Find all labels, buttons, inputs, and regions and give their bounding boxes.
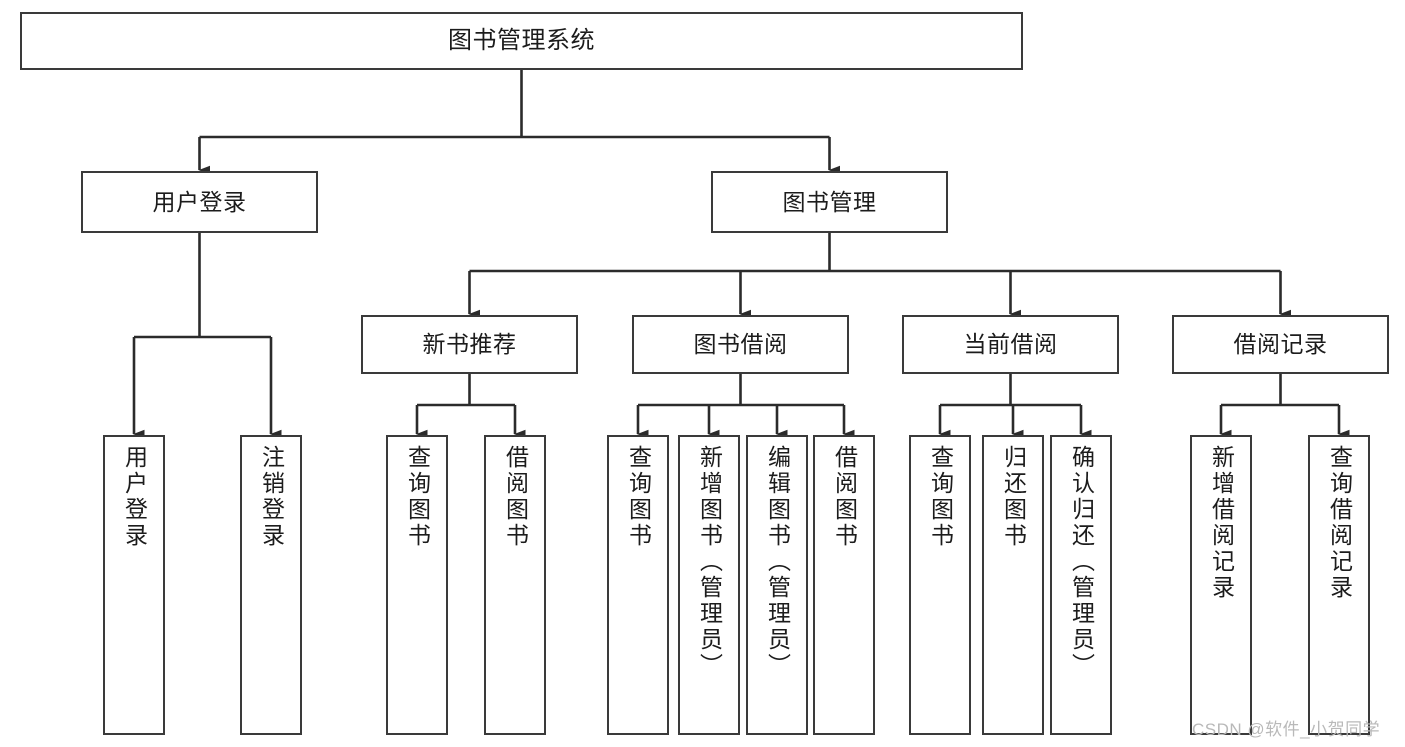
- node-label: 新增图书（管理员）: [696, 445, 723, 679]
- node-label: 用户登录: [152, 188, 247, 215]
- node-leaf-query-book-3[interactable]: 查询图书: [909, 435, 971, 735]
- node-borrow-record[interactable]: 借阅记录: [1172, 315, 1389, 374]
- node-label: 确认归还（管理员）: [1068, 445, 1095, 679]
- node-new-book-rec[interactable]: 新书推荐: [361, 315, 578, 374]
- node-label: 注销登录: [258, 445, 285, 549]
- node-label: 当前借阅: [963, 331, 1058, 358]
- node-leaf-confirm-return[interactable]: 确认归还（管理员）: [1050, 435, 1112, 735]
- node-root[interactable]: 图书管理系统: [20, 12, 1023, 70]
- node-leaf-add-record[interactable]: 新增借阅记录: [1190, 435, 1252, 735]
- node-label: 编辑图书（管理员）: [764, 445, 791, 679]
- node-book-manage[interactable]: 图书管理: [711, 171, 948, 233]
- node-leaf-add-book[interactable]: 新增图书（管理员）: [678, 435, 740, 735]
- node-label: 查询图书: [927, 445, 954, 549]
- node-leaf-borrow-book-1[interactable]: 借阅图书: [484, 435, 546, 735]
- node-user-login[interactable]: 用户登录: [81, 171, 318, 233]
- node-label: 新书推荐: [422, 331, 517, 358]
- node-label: 图书管理: [782, 188, 877, 215]
- node-label: 用户登录: [121, 445, 148, 549]
- node-label: 查询图书: [625, 445, 652, 549]
- node-leaf-logout[interactable]: 注销登录: [240, 435, 302, 735]
- node-label: 图书借阅: [693, 331, 788, 358]
- node-label: 查询图书: [404, 445, 431, 549]
- node-label: 查询借阅记录: [1326, 445, 1353, 601]
- node-leaf-query-book-1[interactable]: 查询图书: [386, 435, 448, 735]
- node-leaf-return-book[interactable]: 归还图书: [982, 435, 1044, 735]
- node-current-borrow[interactable]: 当前借阅: [902, 315, 1119, 374]
- watermark-text: CSDN @软件_小贺同学: [1192, 720, 1381, 739]
- node-book-borrow[interactable]: 图书借阅: [632, 315, 849, 374]
- node-label: 借阅图书: [502, 445, 529, 549]
- node-leaf-edit-book[interactable]: 编辑图书（管理员）: [746, 435, 808, 735]
- node-leaf-query-book-2[interactable]: 查询图书: [607, 435, 669, 735]
- node-leaf-user-login[interactable]: 用户登录: [103, 435, 165, 735]
- node-leaf-query-record[interactable]: 查询借阅记录: [1308, 435, 1370, 735]
- node-leaf-borrow-book-2[interactable]: 借阅图书: [813, 435, 875, 735]
- node-label: 借阅图书: [831, 445, 858, 549]
- edge-group: [132, 70, 1350, 439]
- node-label: 借阅记录: [1233, 331, 1328, 358]
- node-label: 图书管理系统: [448, 27, 595, 55]
- node-label: 新增借阅记录: [1208, 445, 1235, 601]
- node-label: 归还图书: [1000, 445, 1027, 549]
